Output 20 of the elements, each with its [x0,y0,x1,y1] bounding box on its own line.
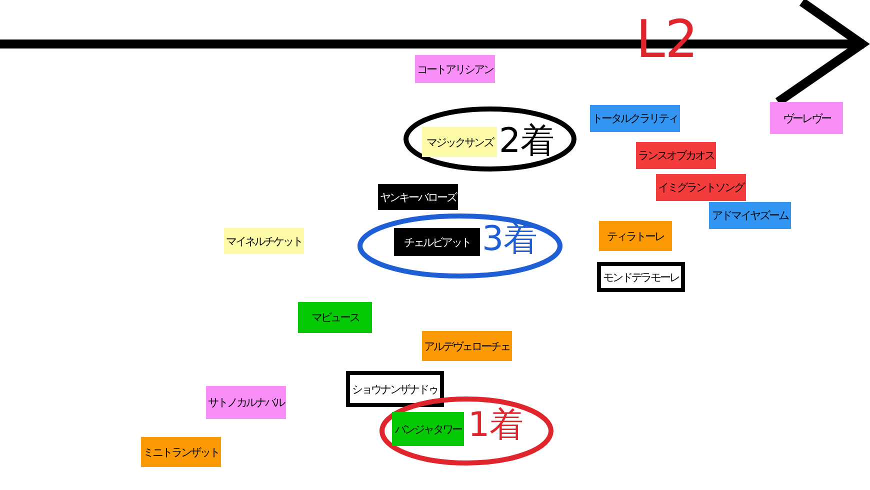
name-tag: ヴーレヴー [770,102,843,134]
name-tag: サトノカルナバル [206,386,286,419]
name-tag: イミグラントソング [656,174,746,201]
name-tag: トータルクラリティ [590,105,680,132]
placing-label: 2着 [499,124,555,158]
name-tag: アドマイヤズーム [709,202,791,229]
name-tag: チェルビアット [394,228,480,256]
name-tag: ミニトランザット [141,437,221,467]
name-tag: ショウナンザナドゥ [346,371,444,407]
placing-label: 1着 [468,408,524,442]
name-tag: ティラトーレ [599,221,672,251]
name-tag: バンジャタワー [392,412,464,446]
name-tag: モンドデラモーレ [597,262,685,292]
name-tag: コートアリシアン [415,55,495,83]
name-tag: マジックサンズ [422,127,497,157]
name-tag: アルデヴェローチェ [422,331,512,361]
name-tag: マビュース [298,302,372,333]
name-tag: ランスオブカオス [636,142,716,169]
name-tag: マイネルチケット [224,228,304,254]
name-tag: ヤンキーバローズ [378,184,458,210]
